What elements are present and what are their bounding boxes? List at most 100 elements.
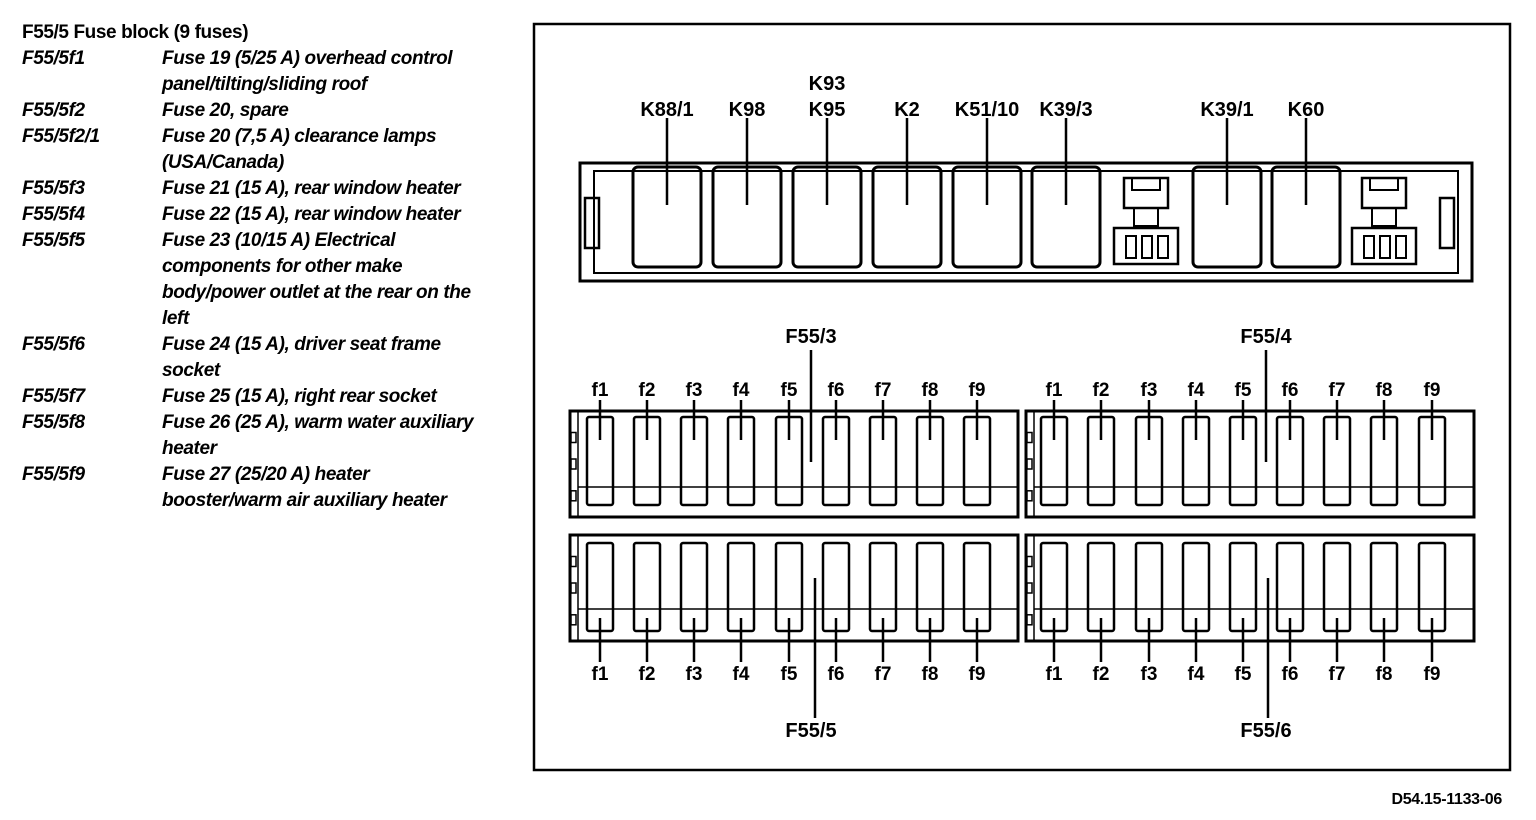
fuse-slot <box>1086 541 1116 633</box>
legend-code: F55/5f7 <box>22 386 85 407</box>
fuse-slot <box>868 541 898 633</box>
legend-desc: Fuse 20 (7,5 A) clearance lamps (USA/Can… <box>162 126 437 173</box>
fuse-label-bottom: f8 <box>922 664 939 685</box>
relay-strip-inner <box>593 170 1459 274</box>
fuse-label-top: f6 <box>1282 380 1299 401</box>
fuse-block-notch <box>1026 458 1033 470</box>
block-label-f55-4: F55/4 <box>1240 326 1292 348</box>
fuse-label-top: f6 <box>828 380 845 401</box>
fuse-block-f55-5 <box>568 533 1020 643</box>
plug-pin <box>1141 235 1153 259</box>
block-label-f55-6: F55/6 <box>1240 720 1291 742</box>
fuse-block-notch <box>1026 614 1033 626</box>
fuse-label-bottom: f4 <box>1188 664 1205 685</box>
fuse-block-f55-4 <box>1024 409 1476 519</box>
legend-title: F55/5 Fuse block (9 fuses) <box>22 22 249 43</box>
legend-row: F55/5f1 Fuse 19 (5/25 A) overhead contro… <box>22 46 492 98</box>
legend-desc: Fuse 22 (15 A), rear window heater <box>162 204 461 225</box>
fuse-label-bottom: f9 <box>1424 664 1441 685</box>
fuse-slot <box>1181 541 1211 633</box>
fuse-label-top: f5 <box>1235 380 1252 401</box>
fuse-label-top: f9 <box>1424 380 1441 401</box>
fuse-block-outline <box>568 409 1020 519</box>
legend-desc: Fuse 20, spare <box>162 100 289 121</box>
fuse-label-top: f2 <box>1093 380 1110 401</box>
legend-code: F55/5f4 <box>22 204 85 225</box>
relay-label: K95 <box>809 99 846 121</box>
legend-code: F55/5f6 <box>22 334 85 355</box>
fuse-block-notch <box>570 555 577 568</box>
fuse-block-f55-6 <box>1024 533 1476 643</box>
fuse-block-outline <box>1024 409 1476 519</box>
relay-label: K93 <box>809 73 846 95</box>
connector-plug <box>1112 176 1180 266</box>
fuse-block-outline <box>1024 533 1476 643</box>
fuse-block-notch <box>570 458 577 470</box>
fuse-slot <box>632 541 662 633</box>
legend-row: F55/5f5 Fuse 23 (10/15 A) Electrical com… <box>22 228 492 332</box>
relay-strip <box>578 118 1474 283</box>
fuse-label-bottom: f5 <box>781 664 798 685</box>
fuse-block-notch <box>1026 555 1033 568</box>
relay-label: K2 <box>894 99 920 121</box>
relay-strip-outline <box>578 161 1474 283</box>
plug-pin <box>1125 235 1137 259</box>
fuse-slot <box>962 541 992 633</box>
relay-label: K98 <box>729 99 766 121</box>
plug-top <box>1369 177 1399 191</box>
fuse-label-bottom: f7 <box>1329 664 1346 685</box>
legend-row: F55/5f4 Fuse 22 (15 A), rear window heat… <box>22 202 492 228</box>
plug-body <box>1122 176 1170 210</box>
legend-row: F55/5f2/1 Fuse 20 (7,5 A) clearance lamp… <box>22 124 492 176</box>
fuse-label-bottom: f9 <box>969 664 986 685</box>
strip-clip-left <box>583 196 601 250</box>
fuse-label-bottom: f7 <box>875 664 892 685</box>
plug-neck <box>1371 207 1397 227</box>
fuse-label-top: f9 <box>969 380 986 401</box>
fuse-block-notch <box>570 582 577 594</box>
block-label-f55-5: F55/5 <box>785 720 836 742</box>
plug-base <box>1350 226 1418 266</box>
plug-top <box>1131 177 1161 191</box>
legend-row: F55/5f6 Fuse 24 (15 A), driver seat fram… <box>22 332 492 384</box>
fuse-label-bottom: f5 <box>1235 664 1252 685</box>
legend-code: F55/5f5 <box>22 230 85 251</box>
fuse-slot <box>1228 541 1258 633</box>
fuse-slot <box>1275 541 1305 633</box>
fuse-label-top: f1 <box>1046 380 1063 401</box>
legend-row: F55/5f9 Fuse 27 (25/20 A) heater booster… <box>22 462 492 514</box>
document-reference: D54.15-1133-06 <box>1391 791 1502 808</box>
fuse-label-top: f8 <box>1376 380 1393 401</box>
fuse-slot <box>821 541 851 633</box>
plug-neck <box>1133 207 1159 227</box>
fuse-slot <box>915 541 945 633</box>
fuse-label-top: f4 <box>733 380 750 401</box>
fuse-blocks <box>568 409 1476 643</box>
legend-row: F55/5f2 Fuse 20, spare <box>22 98 492 124</box>
legend-desc: Fuse 25 (15 A), right rear socket <box>162 386 437 407</box>
legend-code: F55/5f9 <box>22 464 85 485</box>
fuse-label-top: f7 <box>875 380 892 401</box>
fuse-block-notch <box>570 431 577 444</box>
strip-clip-right <box>1438 196 1456 250</box>
fuse-label-bottom: f6 <box>1282 664 1299 685</box>
legend-desc: Fuse 24 (15 A), driver seat frame socket <box>162 334 441 381</box>
legend-code: F55/5f3 <box>22 178 85 199</box>
fuse-slot <box>774 541 804 633</box>
fuse-slot <box>726 541 756 633</box>
fuse-label-bottom: f1 <box>592 664 609 685</box>
plug-pin <box>1157 235 1169 259</box>
fuse-legend: F55/5 Fuse block (9 fuses) F55/5f1 Fuse … <box>22 20 492 514</box>
legend-code: F55/5f8 <box>22 412 85 433</box>
relay-label: K88/1 <box>640 99 693 121</box>
legend-code: F55/5f2 <box>22 100 85 121</box>
fuse-label-bottom: f3 <box>1141 664 1158 685</box>
relay-label: K60 <box>1288 99 1325 121</box>
plug-base <box>1112 226 1180 266</box>
fuse-block-notch <box>1026 490 1033 502</box>
diagram-frame <box>532 22 1512 772</box>
fuse-block-notch <box>570 614 577 626</box>
legend-desc: Fuse 26 (25 A), warm water auxiliary hea… <box>162 412 474 459</box>
fuse-block-notch <box>1026 431 1033 444</box>
fuse-slot <box>1134 541 1164 633</box>
